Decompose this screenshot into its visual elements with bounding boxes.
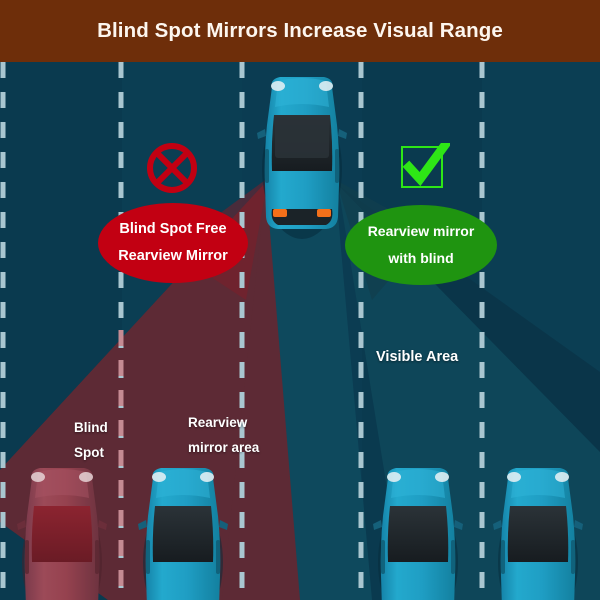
ego-car — [257, 77, 347, 239]
callout-red-line-2: Rearview Mirror — [118, 248, 228, 264]
callout-rearview-with-blind: Rearview mirror with blind — [345, 205, 497, 285]
label-blind-spot-line-1: Blind — [74, 420, 108, 435]
label-mirror-area-line-2: mirror area — [188, 440, 260, 455]
car-blind-spot — [17, 468, 107, 600]
callout-green-line-2: with blind — [388, 250, 454, 266]
callout-red-line-1: Blind Spot Free — [119, 221, 227, 237]
label-visible-area: Visible Area — [376, 349, 459, 365]
page-title: Blind Spot Mirrors Increase Visual Range — [97, 19, 503, 42]
label-blind-spot-line-2: Spot — [74, 445, 104, 460]
x-circle-icon — [147, 143, 197, 193]
header-bar: Blind Spot Mirrors Increase Visual Range — [0, 0, 600, 62]
car-visible-1 — [373, 468, 463, 600]
callout-blind-spot-free: Blind Spot Free Rearview Mirror — [98, 203, 248, 283]
right-mirror — [338, 129, 347, 139]
check-box-icon — [401, 143, 450, 188]
car-visible-2 — [493, 468, 583, 600]
car-mirror-area — [138, 468, 228, 600]
label-rearview-mirror-area: Rearview mirror area — [188, 410, 259, 460]
left-mirror — [257, 129, 266, 139]
callout-green-line-1: Rearview mirror — [367, 223, 475, 239]
label-blind-spot: Blind Spot — [74, 415, 108, 465]
label-mirror-area-line-1: Rearview — [188, 415, 248, 430]
